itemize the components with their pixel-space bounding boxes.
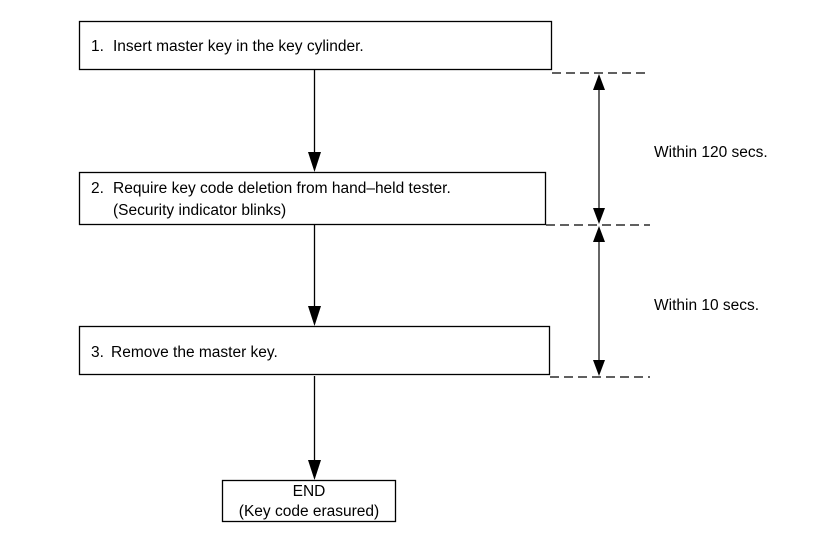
step-2-text-line-2: (Security indicator blinks) (113, 202, 286, 219)
timing-label-1: Within 120 secs. (654, 144, 768, 161)
step-2-box (78, 171, 547, 226)
timing-span-1-arrow-top (593, 74, 605, 90)
flow-arrowhead-3 (308, 460, 321, 480)
timing-span-1-arrow-bottom (593, 208, 605, 224)
timing-span-2-arrow-top (593, 226, 605, 242)
step-1-box (78, 20, 553, 71)
end-title: END (293, 483, 326, 500)
step-3-box (78, 325, 551, 376)
timing-span-2-arrow-bottom (593, 360, 605, 376)
step-2-text-line-1: Require key code deletion from hand–held… (113, 180, 451, 197)
step-1-number: 1. (91, 38, 104, 55)
step-2-number: 2. (91, 180, 104, 197)
step-3-text: Remove the master key. (111, 344, 278, 361)
step-1-text: Insert master key in the key cylinder. (113, 38, 364, 55)
flow-arrowhead-2 (308, 306, 321, 326)
end-box (221, 479, 397, 523)
step-3-number: 3. (91, 344, 104, 361)
flow-arrowhead-1 (308, 152, 321, 172)
timing-label-2: Within 10 secs. (654, 297, 759, 314)
end-subtitle: (Key code erasured) (239, 503, 379, 520)
